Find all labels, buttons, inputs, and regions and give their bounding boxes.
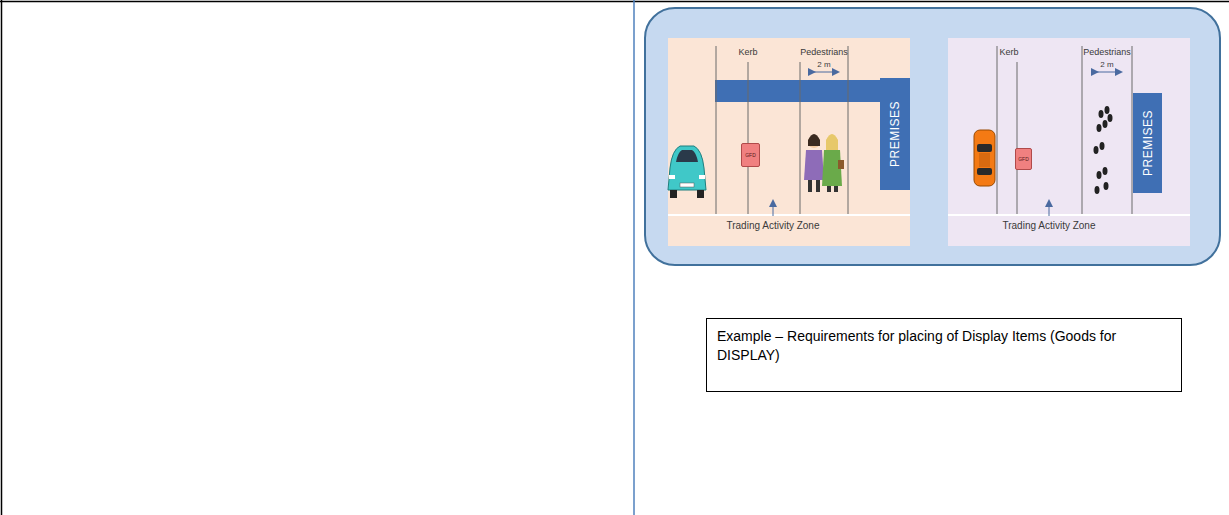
box-label: PREMISES	[1141, 110, 1155, 176]
kerb-label: Kerb	[738, 47, 757, 57]
dimension-label: 2 m	[817, 60, 830, 69]
pedestrians-label: Pedestrians	[1083, 47, 1131, 57]
kerb-label: Kerb	[999, 47, 1018, 57]
zone-label: Trading Activity Zone	[1002, 220, 1095, 231]
car-front-view	[668, 146, 706, 198]
caption-text: Example – Requirements for placing of Di…	[717, 327, 1171, 365]
footprints	[1094, 106, 1113, 194]
premises-block: PREMISES	[880, 78, 910, 190]
box-label: GFD	[745, 152, 756, 158]
dimension-label: 2 m	[1100, 60, 1113, 69]
panel-background	[645, 8, 1220, 265]
display-item-box: GFD	[741, 143, 760, 167]
caption-box: Example – Requirements for placing of Di…	[706, 318, 1182, 392]
pedestrian-figures	[804, 134, 844, 192]
display-item-box: GFD	[1015, 148, 1032, 170]
street-left	[668, 46, 910, 216]
car-top-view	[974, 130, 995, 186]
pedestrians-label: Pedestrians	[800, 47, 848, 57]
box-label: GFD	[1018, 156, 1029, 162]
box-label: PREMISES	[888, 101, 902, 167]
street-right	[948, 46, 1190, 216]
premises-block: PREMISES	[1133, 93, 1162, 193]
zone-label: Trading Activity Zone	[726, 220, 819, 231]
